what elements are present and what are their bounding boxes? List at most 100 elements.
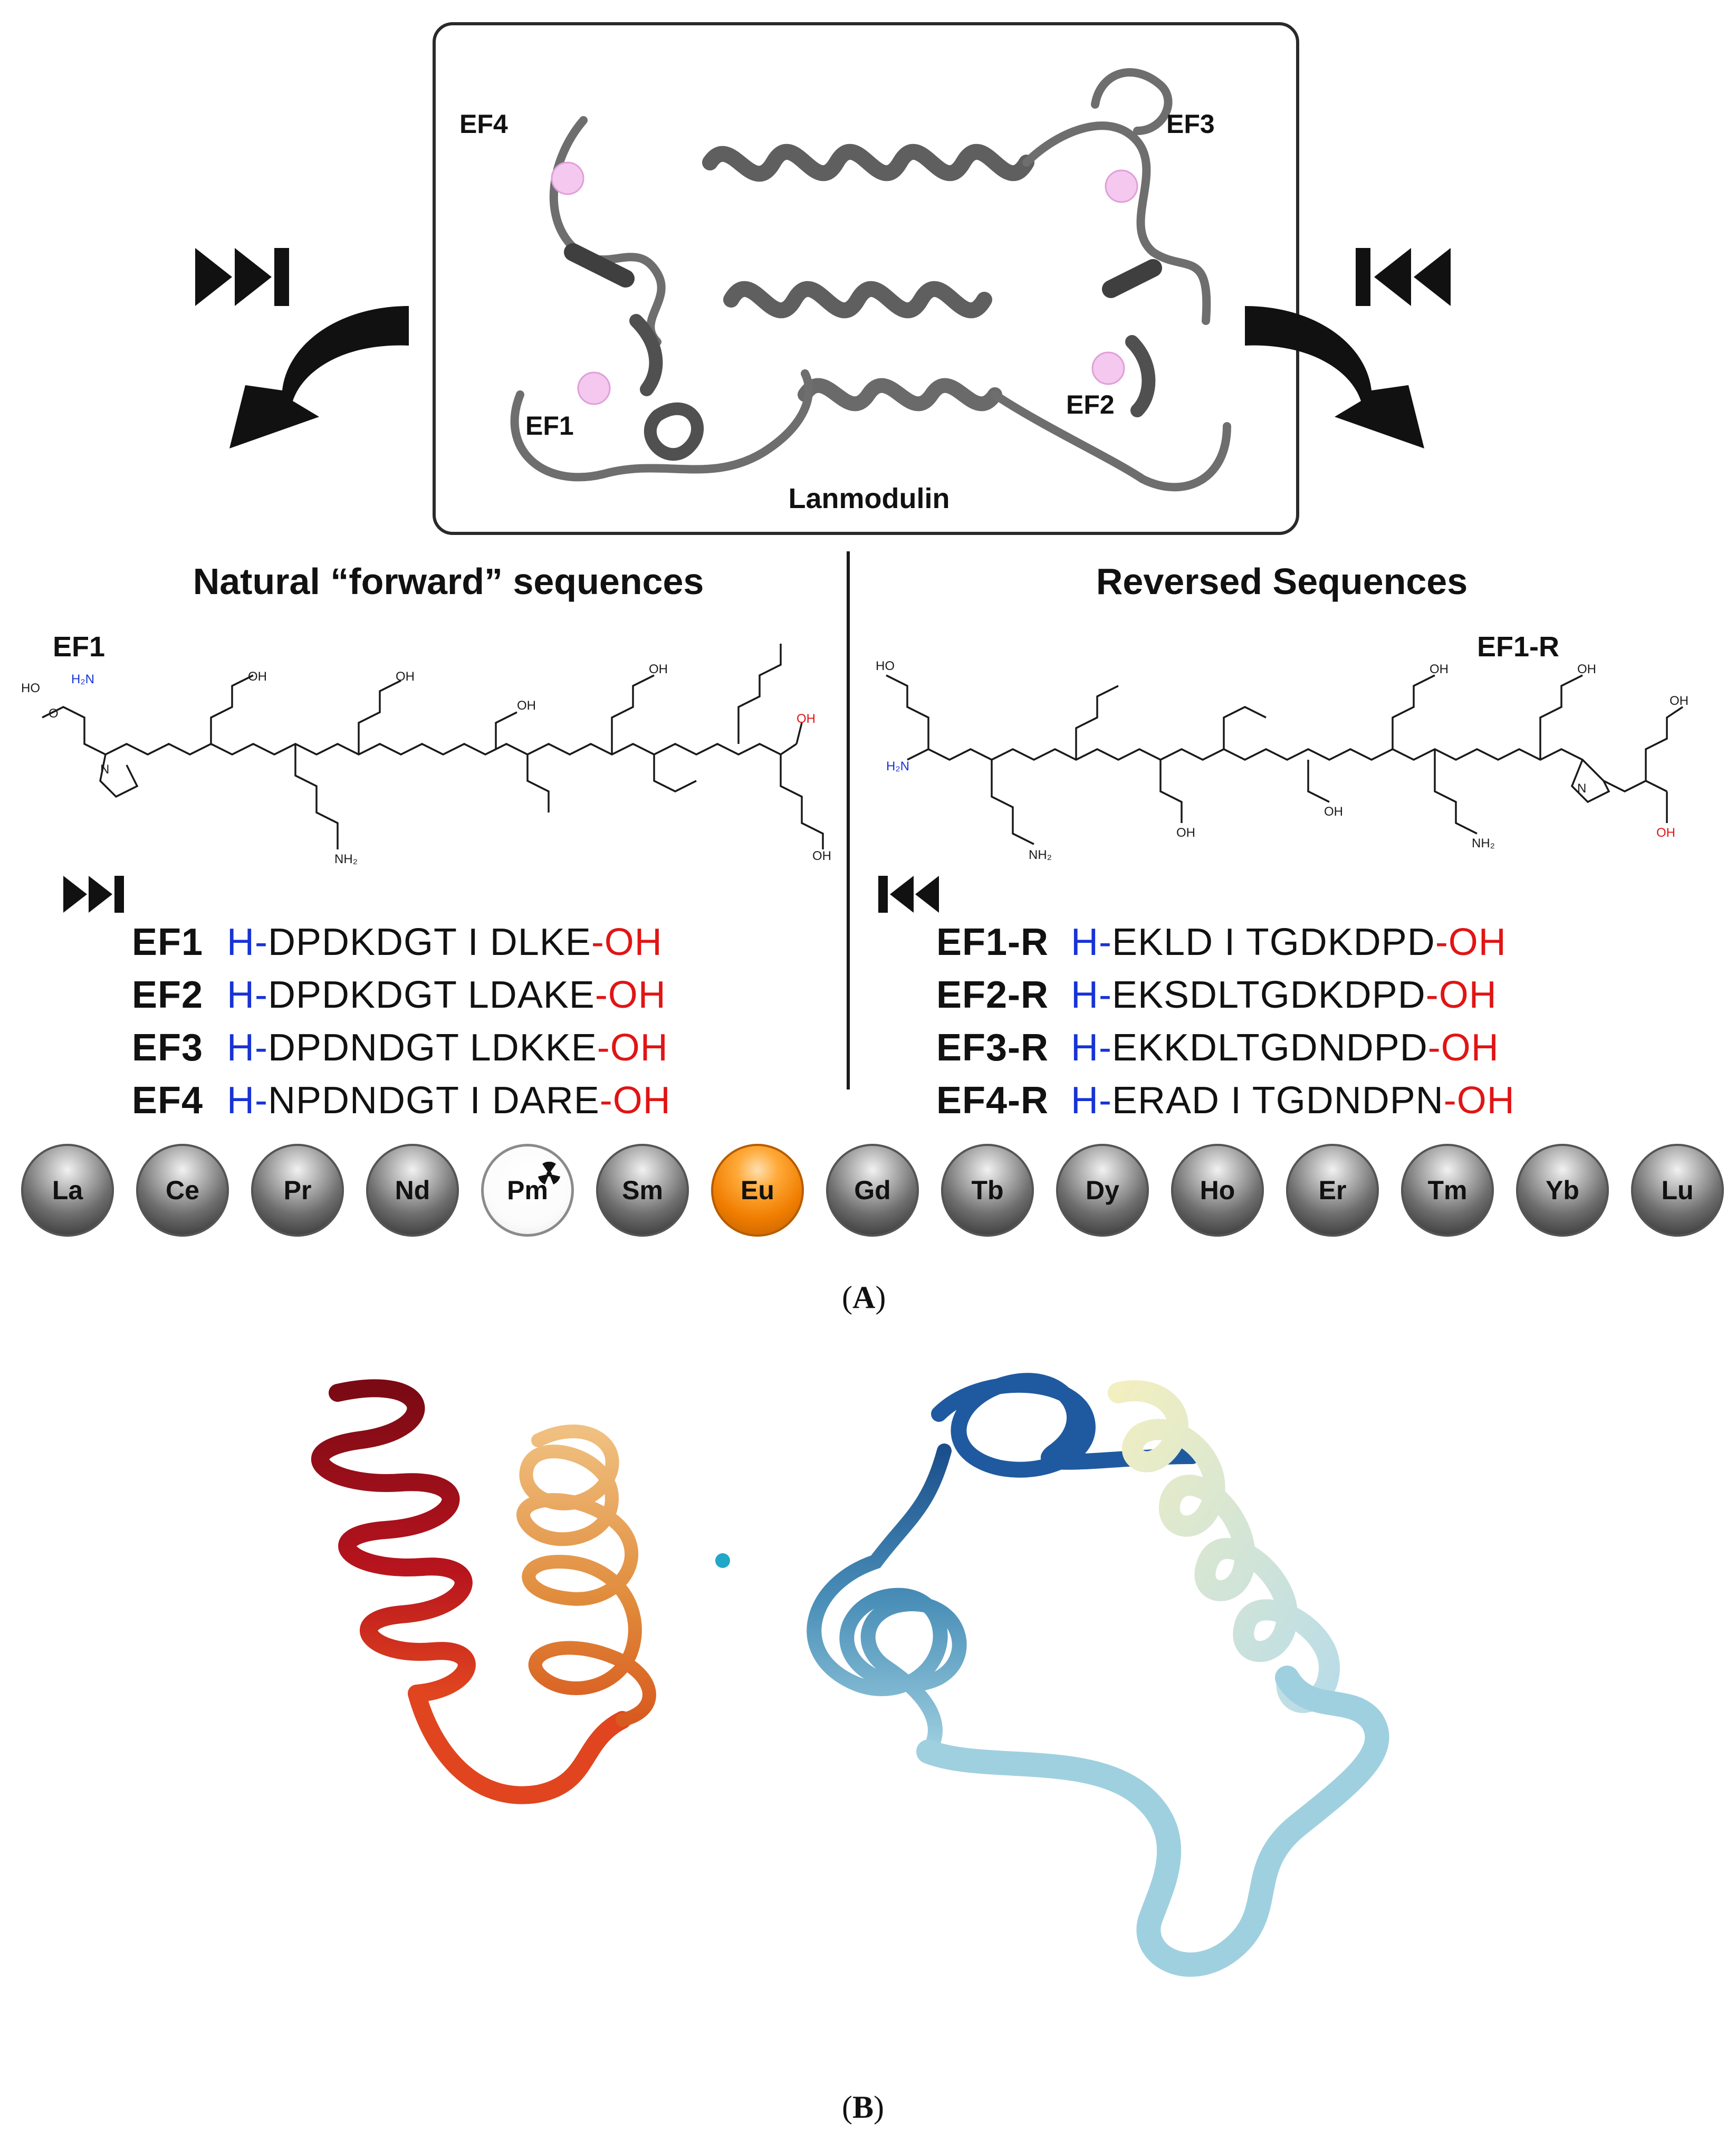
element-symbol: Ce	[166, 1175, 199, 1205]
ef3-label: EF3	[1166, 109, 1215, 139]
sequence-h-prefix: H-	[1071, 974, 1112, 1016]
panel-b-label: (B)	[842, 2089, 884, 2126]
structure-n-label: N	[100, 762, 109, 777]
curved-arrow-left-icon	[229, 306, 409, 448]
element-yb: Yb	[1516, 1144, 1609, 1237]
structure-n-label-r: N	[1577, 781, 1586, 796]
ef4-label: EF4	[459, 109, 508, 139]
structure-oh-label-2: OH	[396, 670, 415, 684]
element-eu: Eu	[711, 1144, 804, 1237]
sequence-name: EF3	[132, 1027, 204, 1069]
fast-forward-icon	[195, 248, 289, 306]
forward-sequences-heading: Natural “forward” sequences	[193, 561, 704, 602]
sequence-h-prefix: H-	[227, 1079, 268, 1122]
structure-h2n-label: H₂N	[71, 672, 94, 686]
sequence-h-prefix: H-	[1071, 1027, 1112, 1069]
metal-ion	[715, 1553, 730, 1568]
structure-oh-red-label: OH	[797, 712, 816, 726]
sequence-residues: DPDNDGT LDKKE	[267, 1027, 597, 1069]
element-symbol: Tb	[971, 1175, 1004, 1205]
sequence-h-prefix: H-	[1071, 1079, 1112, 1122]
curved-arrow-right-icon	[1245, 306, 1424, 448]
panel-label-close: )	[874, 2090, 884, 2125]
structure-o-label: O	[49, 706, 59, 721]
structure-oh-label-4: OH	[649, 662, 668, 676]
radiation-icon	[538, 1162, 560, 1184]
ef1-r-chemical-structure: HO H₂N NH₂ OH OH OH NH₂ OH N OH OH	[876, 659, 1688, 862]
element-ce: Ce	[136, 1144, 229, 1237]
panel-label-close: )	[875, 1280, 886, 1315]
ef1-label: EF1	[525, 411, 574, 441]
sequence-oh-suffix: -OH	[594, 974, 666, 1016]
structure-oh-red-label-r: OH	[1656, 826, 1675, 840]
sequence-name: EF2-R	[936, 974, 1049, 1016]
sequence-oh-suffix: -OH	[1435, 921, 1507, 963]
structure-oh-label-r5: OH	[1670, 694, 1688, 708]
element-er: Er	[1286, 1144, 1379, 1237]
element-tm: Tm	[1401, 1144, 1494, 1237]
element-symbol: Pr	[283, 1175, 312, 1205]
element-symbol: Sm	[622, 1175, 663, 1205]
structure-oh-label-r1: OH	[1176, 826, 1195, 840]
element-ho: Ho	[1171, 1144, 1264, 1237]
rewind-icon	[1356, 248, 1451, 306]
element-symbol: Yb	[1546, 1175, 1579, 1205]
panel-label-letter: A	[852, 1280, 876, 1315]
element-symbol: Gd	[854, 1175, 891, 1205]
peptide-helix-ribbon-graphic	[311, 1373, 1389, 1977]
fast-forward-small-icon	[63, 876, 124, 913]
sequence-h-prefix: H-	[1071, 921, 1112, 963]
panel-label-letter: B	[852, 2090, 874, 2125]
ef2-label: EF2	[1066, 390, 1115, 419]
ef1-structure-label: EF1	[53, 631, 105, 663]
element-gd: Gd	[826, 1144, 919, 1237]
structure-oh-label-r4: OH	[1577, 662, 1596, 676]
sequence-residues: EKKDLTGDNDPD	[1111, 1027, 1428, 1069]
element-symbol: Ho	[1200, 1175, 1235, 1205]
sequence-row-ef2-r: EF2-R H-EKSDLTGDKDPD-OH	[936, 973, 1497, 1017]
element-symbol: Tm	[1427, 1175, 1468, 1205]
protein-name: Lanmodulin	[788, 483, 950, 514]
structure-oh-label: OH	[248, 670, 267, 684]
lanmodulin-structure-box: EF4 EF3 EF1 EF2 Lanmodulin	[433, 22, 1299, 535]
panel-a-label: (A)	[842, 1279, 886, 1316]
sequence-name: EF2	[132, 974, 204, 1016]
sequence-residues: EKSDLTGDKDPD	[1111, 974, 1426, 1016]
ef3-metal-ion	[1105, 169, 1138, 203]
element-symbol: Er	[1318, 1175, 1347, 1205]
sequence-oh-suffix: -OH	[1443, 1079, 1515, 1122]
element-lu: Lu	[1631, 1144, 1724, 1237]
structure-nh2-label-r2: NH₂	[1472, 836, 1495, 850]
structure-nh2-label-2: NH₂	[770, 644, 793, 646]
reversed-sequences-heading: Reversed Sequences	[1096, 561, 1468, 602]
element-pm: Pm	[481, 1144, 574, 1237]
sequence-oh-suffix: -OH	[597, 1027, 668, 1069]
panel-label-open: (	[842, 1280, 852, 1315]
sequence-residues: ERAD I TGDNDPN	[1111, 1079, 1444, 1122]
sequence-row-ef3: EF3 H-DPDNDGT LDKKE-OH	[132, 1026, 668, 1069]
sequence-h-prefix: H-	[227, 1027, 268, 1069]
ef4-metal-ion	[551, 161, 584, 195]
lanmodulin-ribbon-graphic	[510, 68, 1231, 492]
panel-label-open: (	[842, 2090, 852, 2125]
sequence-oh-suffix: -OH	[591, 921, 663, 963]
structure-oh-label-5: OH	[812, 849, 831, 863]
sequence-oh-suffix: -OH	[1425, 974, 1497, 1016]
sequence-name: EF3-R	[936, 1027, 1049, 1069]
element-sm: Sm	[596, 1144, 689, 1237]
element-pr: Pr	[251, 1144, 344, 1237]
structure-oh-label-r3: OH	[1430, 662, 1449, 676]
element-symbol: La	[52, 1175, 83, 1205]
sequence-name: EF4-R	[936, 1079, 1049, 1122]
element-tb: Tb	[941, 1144, 1034, 1237]
sequence-h-prefix: H-	[227, 921, 268, 963]
ef1-r-structure-label: EF1-R	[1477, 631, 1560, 663]
sequence-residues: NPDNDGT I DARE	[267, 1079, 600, 1122]
structure-nh2-label: NH₂	[334, 852, 358, 866]
structure-h2n-label-r: H₂N	[886, 759, 909, 773]
structure-ho-label: HO	[21, 681, 40, 695]
ef1-metal-ion	[577, 371, 611, 405]
structure-oh-label-3: OH	[517, 699, 536, 713]
